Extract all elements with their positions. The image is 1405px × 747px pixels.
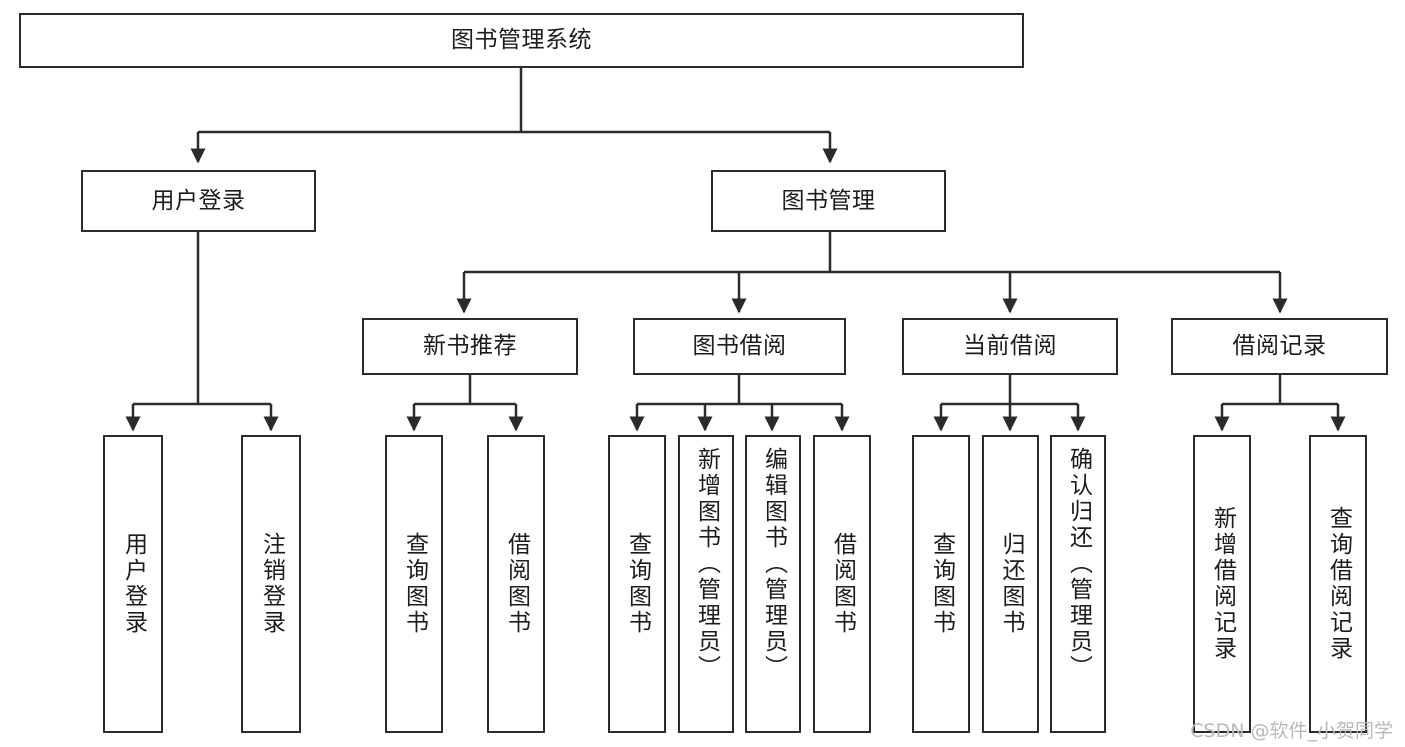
node-label: 确认归还（管理员） (1065, 447, 1092, 681)
node-label: 用户登录 (120, 532, 147, 636)
node-current-borrow[interactable]: 当前借阅 (902, 318, 1118, 375)
node-label: 查询借阅记录 (1325, 506, 1352, 662)
node-user-login[interactable]: 用户登录 (81, 170, 316, 232)
node-leaf-logout[interactable]: 注销登录 (241, 435, 301, 733)
node-book-borrow[interactable]: 图书借阅 (633, 318, 846, 375)
node-label: 查询图书 (624, 532, 651, 636)
node-leaf-query-book-borrow[interactable]: 查询图书 (608, 435, 666, 733)
node-leaf-borrow-book[interactable]: 借阅图书 (813, 435, 871, 733)
node-label: 借阅图书 (829, 532, 856, 636)
node-label: 新增借阅记录 (1209, 506, 1236, 662)
node-borrow-record[interactable]: 借阅记录 (1171, 318, 1388, 375)
node-leaf-user-login[interactable]: 用户登录 (103, 435, 163, 733)
node-root-system[interactable]: 图书管理系统 (19, 13, 1024, 68)
node-new-book-recommend[interactable]: 新书推荐 (362, 318, 578, 375)
node-label: 查询图书 (401, 532, 428, 636)
watermark-text: CSDN @软件_小贺同学 (1190, 720, 1393, 742)
node-book-management[interactable]: 图书管理 (711, 170, 946, 232)
node-label: 新增图书（管理员） (693, 447, 720, 681)
node-label: 借阅图书 (503, 532, 530, 636)
node-label: 图书管理系统 (451, 27, 592, 54)
node-leaf-return-book[interactable]: 归还图书 (982, 435, 1039, 733)
node-label: 新书推荐 (423, 333, 517, 360)
node-leaf-query-book-current[interactable]: 查询图书 (912, 435, 970, 733)
node-label: 图书借阅 (692, 333, 787, 360)
node-label: 归还图书 (998, 532, 1024, 636)
node-label: 当前借阅 (963, 333, 1057, 360)
node-leaf-query-borrow-record[interactable]: 查询借阅记录 (1309, 435, 1367, 733)
node-leaf-add-book-admin[interactable]: 新增图书（管理员） (678, 435, 734, 733)
node-leaf-confirm-return-admin[interactable]: 确认归还（管理员） (1050, 435, 1106, 733)
node-leaf-query-book-recommend[interactable]: 查询图书 (385, 435, 443, 733)
node-label: 借阅记录 (1232, 333, 1327, 360)
node-leaf-add-borrow-record[interactable]: 新增借阅记录 (1193, 435, 1251, 733)
node-label: 注销登录 (258, 532, 285, 636)
node-label: 用户登录 (151, 187, 246, 214)
node-label: 图书管理 (781, 187, 876, 214)
node-label: 编辑图书（管理员） (760, 447, 787, 681)
node-leaf-borrow-book-recommend[interactable]: 借阅图书 (487, 435, 545, 733)
node-leaf-edit-book-admin[interactable]: 编辑图书（管理员） (745, 435, 801, 733)
node-label: 查询图书 (928, 532, 955, 636)
